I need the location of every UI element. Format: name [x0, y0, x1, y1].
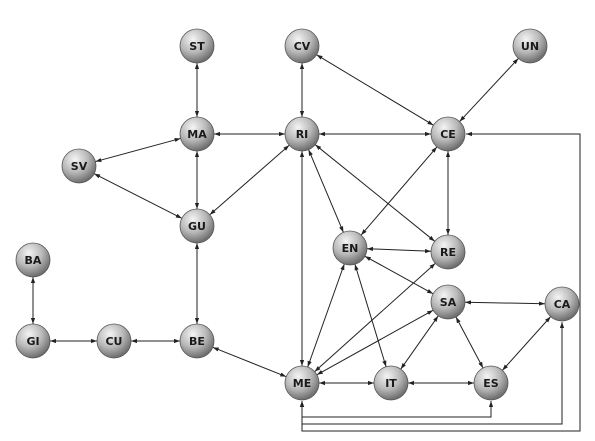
edges-layer	[30, 54, 581, 432]
node-circle	[179, 28, 215, 64]
node-label: GI	[26, 335, 39, 348]
node-circle	[284, 116, 320, 152]
node-circle	[473, 365, 509, 401]
node-ba: BA	[15, 242, 51, 278]
node-circle	[284, 28, 320, 64]
node-gu: GU	[179, 208, 215, 244]
node-label: IT	[385, 377, 397, 390]
node-circle	[15, 242, 51, 278]
node-ma: MA	[179, 116, 215, 152]
node-re: RE	[430, 234, 466, 270]
node-circle	[430, 284, 466, 320]
node-circle	[373, 365, 409, 401]
edge-ca-es	[501, 316, 552, 371]
edge-sa-me	[316, 309, 434, 376]
edge-ri-gu	[209, 144, 290, 216]
edge-un-ce	[459, 58, 519, 122]
node-circle	[179, 208, 215, 244]
node-me: ME	[284, 365, 320, 401]
edge-me-ce	[299, 131, 581, 432]
node-sa: SA	[430, 284, 466, 320]
edge-sa-es	[455, 316, 484, 369]
node-label: ES	[483, 377, 499, 390]
edge-ma-sv	[95, 137, 181, 163]
node-label: SA	[440, 296, 457, 309]
node-en: EN	[332, 230, 368, 266]
node-label: UN	[521, 40, 539, 53]
node-circle	[96, 323, 132, 359]
node-circle	[430, 116, 466, 152]
node-label: RE	[440, 246, 456, 259]
node-circle	[332, 230, 368, 266]
node-label: BE	[189, 335, 205, 348]
node-circle	[512, 28, 548, 64]
edge-re-me	[314, 262, 436, 373]
node-circle	[544, 286, 580, 322]
node-label: GU	[188, 220, 206, 233]
node-label: BA	[25, 254, 42, 267]
node-gi: GI	[15, 323, 51, 359]
node-be: BE	[179, 323, 215, 359]
node-es: ES	[473, 365, 509, 401]
node-label: ST	[189, 40, 205, 53]
edge-en-me	[307, 263, 345, 368]
node-sv: SV	[61, 148, 97, 184]
node-st: ST	[179, 28, 215, 64]
edge-en-re	[366, 246, 432, 254]
edge-cv-ce	[316, 54, 434, 126]
node-circle	[179, 323, 215, 359]
node-circle	[284, 365, 320, 401]
edge-be-me	[212, 346, 287, 378]
node-label: MA	[187, 128, 207, 141]
node-it: IT	[373, 365, 409, 401]
node-label: CU	[105, 335, 122, 348]
node-ri: RI	[284, 116, 320, 152]
node-ca: CA	[544, 286, 580, 322]
edge-sa-it	[400, 315, 439, 370]
node-circle	[15, 323, 51, 359]
node-ce: CE	[430, 116, 466, 152]
nodes-layer: ST CV UN MA RI CE SV GU EN RE BA SA CA GI CU BE ME IT ES	[15, 28, 580, 401]
node-label: EN	[342, 242, 359, 255]
edge-me-ca	[299, 322, 565, 425]
node-circle	[179, 116, 215, 152]
node-label: RI	[296, 128, 309, 141]
edge-me-es	[299, 401, 494, 418]
node-label: SV	[71, 160, 88, 173]
edge-sa-ca	[464, 300, 546, 306]
node-label: CE	[440, 128, 456, 141]
node-label: CV	[294, 40, 311, 53]
node-circle	[430, 234, 466, 270]
edge-sv-gu	[93, 173, 183, 219]
node-label: CA	[554, 298, 571, 311]
node-cu: CU	[96, 323, 132, 359]
node-un: UN	[512, 28, 548, 64]
edge-ri-en	[308, 149, 344, 233]
edge-ri-re	[314, 144, 436, 242]
node-label: ME	[293, 377, 311, 390]
node-cv: CV	[284, 28, 320, 64]
node-circle	[61, 148, 97, 184]
